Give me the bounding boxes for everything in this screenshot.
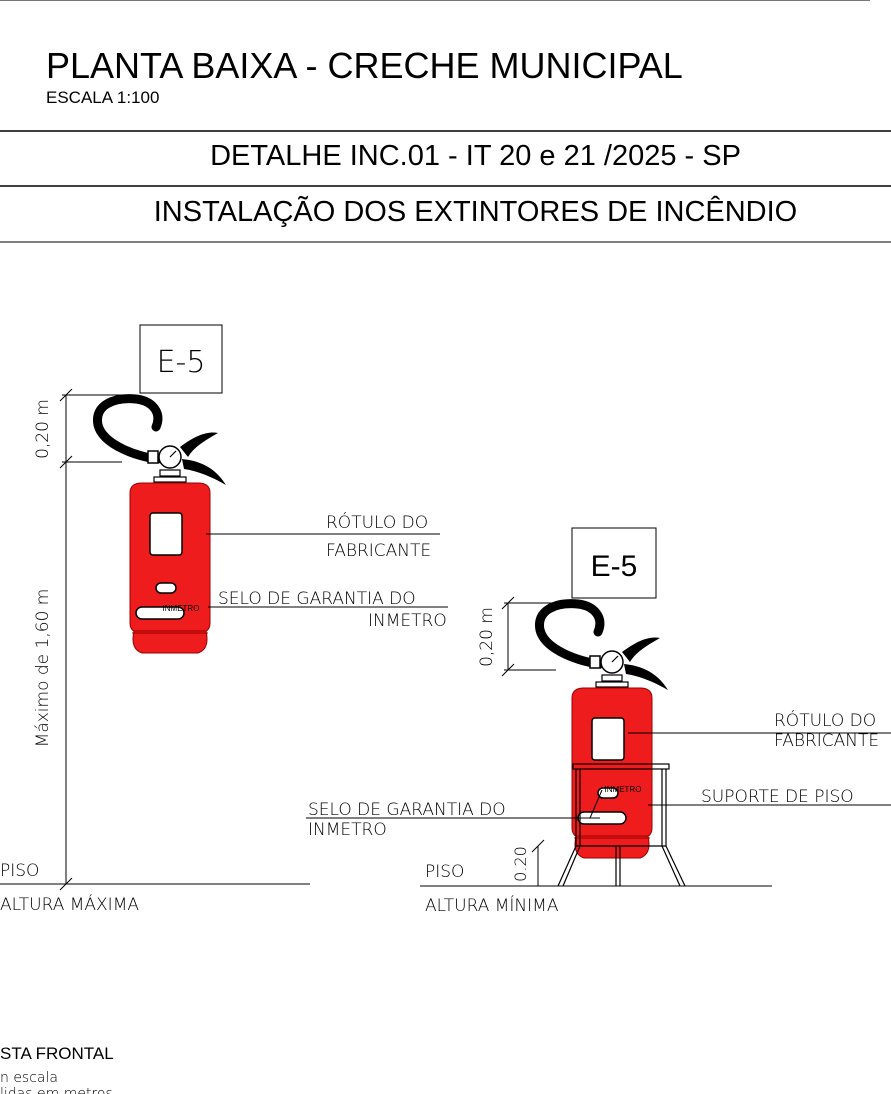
left-tag: E-5 bbox=[157, 345, 206, 380]
right-label-inmetro: INMETRO bbox=[308, 820, 387, 840]
right-label-fabricante: FABRICANTE bbox=[774, 731, 879, 751]
left-label-rotulo: RÓTULO DO bbox=[326, 511, 428, 533]
drawing-scale: ESCALA 1:100 bbox=[46, 88, 160, 107]
detail-subject: INSTALAÇÃO DOS EXTINTORES DE INCÊNDIO bbox=[153, 196, 798, 228]
right-tag: E-5 bbox=[591, 550, 638, 583]
left-extinguisher-detail: E-5 0,20 m Máximo de 1,60 m INMETRO RÓTU… bbox=[0, 324, 448, 915]
right-floor-note: ALTURA MÍNIMA bbox=[425, 894, 559, 916]
right-label-suporte: SUPORTE DE PISO bbox=[701, 787, 854, 807]
footer-note-2: lidas em metros bbox=[0, 1086, 113, 1094]
right-floor-label: PISO bbox=[425, 862, 464, 882]
right-dim-floor: 0.20 bbox=[511, 846, 530, 882]
right-extinguisher-icon bbox=[539, 604, 668, 858]
left-label-fabricante: FABRICANTE bbox=[326, 541, 431, 561]
right-seal-text: INMETRO bbox=[605, 785, 642, 794]
left-label-selo: SELO DE GARANTIA DO bbox=[218, 589, 416, 609]
right-dim-top: 0,20 m bbox=[477, 607, 497, 667]
left-seal-text: INMETRO bbox=[163, 604, 200, 613]
left-floor-label: PISO bbox=[0, 861, 39, 881]
left-label-inmetro: INMETRO bbox=[368, 611, 447, 631]
drawing-title: PLANTA BAIXA - CRECHE MUNICIPAL bbox=[46, 45, 683, 86]
view-caption: STA FRONTAL bbox=[0, 1044, 114, 1063]
right-extinguisher-detail: E-5 0,20 m INMETRO RÓTULO DO FABRI bbox=[306, 527, 891, 916]
left-extinguisher-icon bbox=[97, 399, 226, 653]
right-label-rotulo: RÓTULO DO bbox=[774, 709, 876, 731]
left-tag-box bbox=[139, 324, 223, 394]
footer-note-1: n escala bbox=[0, 1070, 58, 1086]
left-floor-note: ALTURA MÁXIMA bbox=[0, 893, 139, 915]
right-label-selo: SELO DE GARANTIA DO bbox=[308, 800, 506, 820]
left-dim-top: 0,20 m bbox=[33, 399, 53, 459]
floor-support bbox=[557, 763, 686, 887]
left-dim-main: Máximo de 1,60 m bbox=[33, 589, 53, 748]
detail-title: DETALHE INC.01 - IT 20 e 21 /2025 - SP bbox=[210, 140, 741, 172]
right-tag-box bbox=[571, 527, 657, 599]
